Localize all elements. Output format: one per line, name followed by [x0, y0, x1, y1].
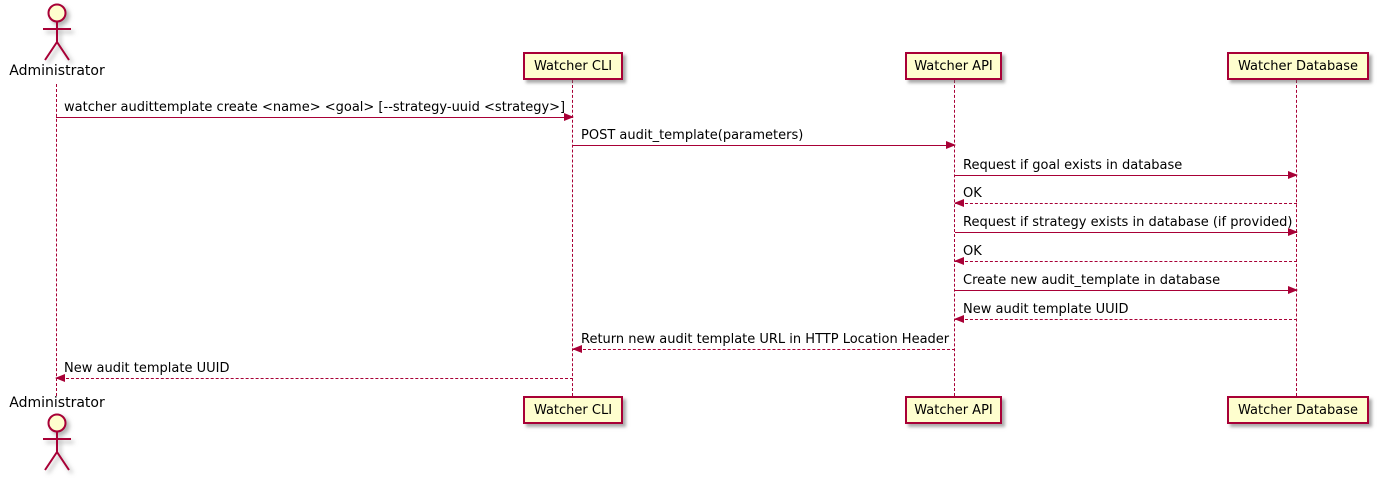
arrowhead-icon	[954, 199, 964, 207]
actor-administrator-top: Administrator	[0, 2, 114, 79]
sequence-message: POST audit_template(parameters)	[573, 127, 956, 149]
sequence-message: Request if goal exists in database	[955, 157, 1298, 179]
participant-watcher-database-top: Watcher Database	[1227, 52, 1369, 80]
arrowhead-icon	[572, 345, 582, 353]
message-label: OK	[963, 186, 982, 201]
actor-icon	[43, 413, 71, 471]
message-label: Request if goal exists in database	[963, 158, 1183, 173]
participant-watcher-api-bottom: Watcher API	[905, 396, 1002, 424]
arrowhead-icon	[1288, 171, 1298, 179]
participant-watcher-api-top: Watcher API	[905, 52, 1002, 80]
arrowhead-icon	[1288, 228, 1298, 236]
message-label: POST audit_template(parameters)	[581, 128, 804, 143]
participant-label: Watcher CLI	[533, 402, 613, 418]
message-label: watcher audittemplate create <name> <goa…	[64, 100, 566, 115]
actor-administrator-bottom: Administrator	[0, 396, 114, 475]
participant-watcher-database-bottom: Watcher Database	[1227, 396, 1369, 424]
message-label: New audit template UUID	[64, 361, 230, 376]
arrowhead-icon	[946, 141, 956, 149]
sequence-message: Create new audit_template in database	[955, 272, 1298, 294]
arrowhead-icon	[1288, 286, 1298, 294]
message-label: Return new audit template URL in HTTP Lo…	[581, 332, 950, 347]
message-label: New audit template UUID	[963, 302, 1129, 317]
participant-label: Watcher API	[914, 58, 993, 74]
arrowhead-icon	[564, 113, 574, 121]
arrowhead-icon	[954, 315, 964, 323]
sequence-message: OK	[954, 243, 1297, 265]
message-label: Create new audit_template in database	[963, 273, 1221, 288]
message-label: OK	[963, 244, 982, 259]
actor-label: Administrator	[9, 395, 105, 411]
message-label: Request if strategy exists in database (…	[963, 215, 1293, 230]
sequence-message: New audit template UUID	[55, 360, 573, 382]
participant-label: Watcher Database	[1238, 58, 1358, 74]
lifeline-administrator	[56, 84, 57, 396]
sequence-message: Return new audit template URL in HTTP Lo…	[572, 331, 955, 353]
lifeline-watcher-api	[954, 80, 955, 396]
arrowhead-icon	[954, 257, 964, 265]
participant-watcher-cli-bottom: Watcher CLI	[523, 396, 623, 424]
actor-icon	[43, 3, 71, 61]
sequence-message: OK	[954, 185, 1297, 207]
participant-label: Watcher CLI	[533, 58, 613, 74]
actor-label: Administrator	[9, 63, 105, 79]
participant-watcher-cli-top: Watcher CLI	[523, 52, 623, 80]
sequence-message: Request if strategy exists in database (…	[955, 214, 1298, 236]
sequence-message: watcher audittemplate create <name> <goa…	[56, 99, 574, 121]
arrowhead-icon	[55, 374, 65, 382]
lifeline-watcher-database	[1296, 80, 1297, 396]
participant-label: Watcher API	[914, 402, 993, 418]
lifeline-watcher-cli	[572, 80, 573, 396]
participant-label: Watcher Database	[1238, 402, 1358, 418]
sequence-message: New audit template UUID	[954, 301, 1297, 323]
